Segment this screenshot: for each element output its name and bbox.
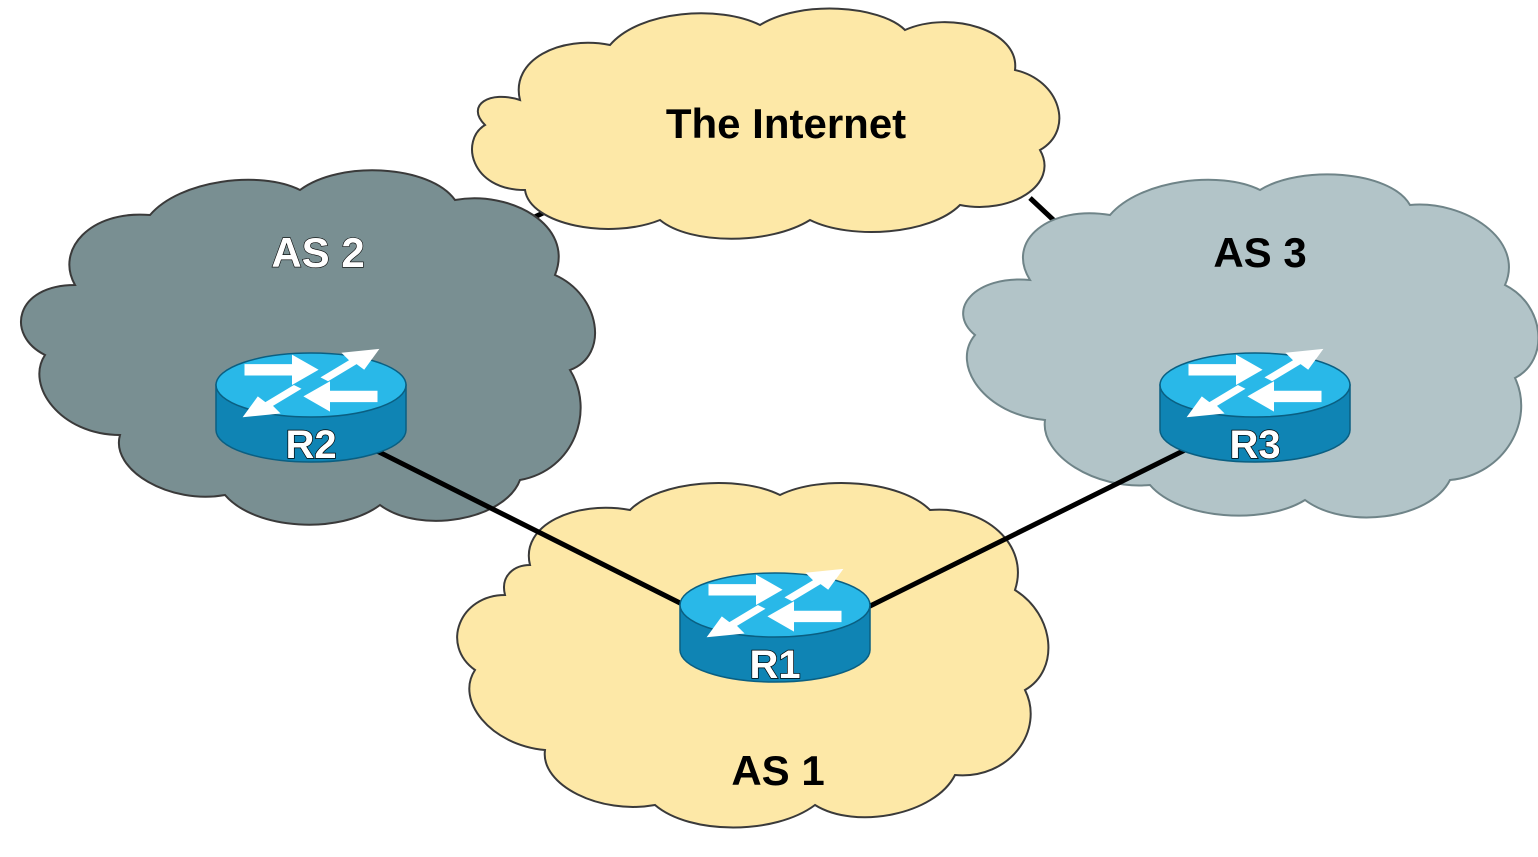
router-r2-top (215, 352, 407, 418)
cloud-as1-label: AS 1 (731, 747, 824, 794)
router-r3[interactable]: R3 (1159, 348, 1351, 468)
cloud-as3-shape (962, 173, 1538, 519)
cloud-as3-label: AS 3 (1213, 229, 1306, 276)
cloud-as2-label: AS 2 (271, 229, 364, 276)
router-r2-label: R2 (285, 423, 336, 467)
cloud-as2-shape (20, 169, 596, 526)
router-r3-label: R3 (1229, 423, 1280, 467)
router-r2[interactable]: R2 (215, 348, 407, 468)
cloud-as3: AS 3 (962, 173, 1538, 519)
router-r1-label: R1 (749, 643, 800, 687)
router-r3-top (1159, 352, 1351, 418)
cloud-as2: AS 2 (20, 169, 596, 526)
router-r1-top (679, 572, 871, 638)
router-r1[interactable]: R1 (679, 568, 871, 688)
cloud-internet-label: The Internet (666, 100, 906, 147)
cloud-internet: The Internet (471, 7, 1061, 240)
link-r2-r1 (373, 447, 692, 611)
cloud-internet-shape (471, 7, 1061, 240)
link-r3-r1 (856, 447, 1187, 615)
